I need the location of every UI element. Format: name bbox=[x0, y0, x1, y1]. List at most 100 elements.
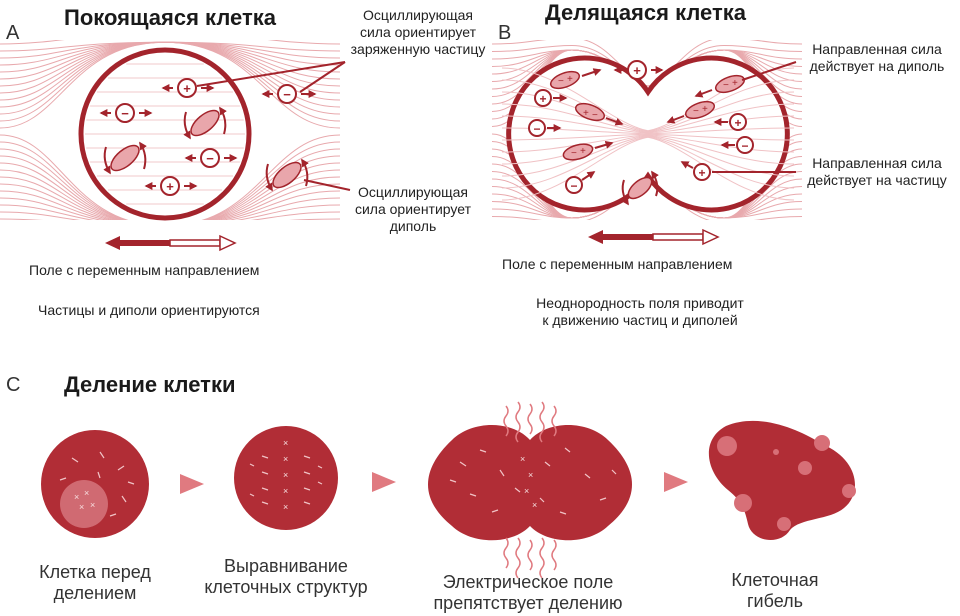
step-label-2: Выравнивание клеточных структур bbox=[204, 556, 368, 597]
field-line bbox=[0, 204, 340, 220]
charged-particle: + bbox=[680, 161, 711, 181]
blocked-division-cell: ×××× bbox=[428, 401, 632, 579]
svg-text:+: + bbox=[583, 108, 589, 119]
result-caption-b: Неоднородность поля приводит к движению … bbox=[536, 295, 744, 328]
svg-text:−: − bbox=[570, 179, 577, 193]
svg-text:×: × bbox=[524, 486, 529, 496]
field-line bbox=[0, 40, 340, 45]
svg-text:×: × bbox=[79, 502, 84, 512]
svg-text:+: + bbox=[698, 166, 705, 180]
field-line bbox=[0, 141, 340, 220]
svg-text:+: + bbox=[734, 116, 741, 130]
svg-text:+: + bbox=[702, 104, 708, 115]
inner-field-line bbox=[501, 103, 795, 134]
svg-text:+: + bbox=[633, 63, 641, 78]
svg-text:×: × bbox=[74, 492, 79, 502]
dipole bbox=[621, 170, 659, 206]
charged-particle: − bbox=[184, 148, 238, 168]
field-line bbox=[0, 41, 340, 129]
svg-text:+: + bbox=[539, 92, 546, 106]
charged-particle: + bbox=[713, 113, 747, 131]
annotation-b-top: Направленная сила действует на диполь bbox=[809, 41, 945, 74]
panel-c-title: Деление клетки bbox=[64, 372, 236, 397]
annotation-b-bottom: Направленная сила действует на частицу bbox=[807, 155, 947, 188]
svg-text:−: − bbox=[283, 87, 291, 102]
alternating-field-arrow-a bbox=[105, 234, 237, 252]
panel-a-title: Покоящаяся клетка bbox=[64, 5, 276, 30]
svg-text:×: × bbox=[532, 500, 537, 510]
svg-text:−: − bbox=[723, 80, 729, 91]
dipole: −+ bbox=[562, 140, 614, 161]
cell-before-division: ×××× bbox=[41, 430, 149, 538]
step-label-3: Электрическое поле препятствует делению bbox=[433, 572, 623, 613]
dying-cell bbox=[708, 420, 856, 541]
inner-field-line bbox=[501, 136, 795, 201]
svg-text:×: × bbox=[283, 486, 288, 496]
charged-particle: + bbox=[144, 176, 198, 196]
charged-particle: − bbox=[261, 84, 317, 104]
annotation-a-top: Осциллирующая сила ориентирует заряженну… bbox=[350, 7, 486, 57]
pointer-line bbox=[299, 61, 346, 93]
field-caption-b: Поле с переменным направлением bbox=[502, 256, 733, 272]
inner-field-line bbox=[501, 135, 795, 177]
panel-letter-b: B bbox=[498, 22, 512, 44]
svg-text:×: × bbox=[520, 454, 525, 464]
panel-b-title: Делящаяся клетка bbox=[545, 0, 747, 25]
svg-text:×: × bbox=[283, 470, 288, 480]
pointer-line bbox=[741, 61, 797, 81]
svg-text:−: − bbox=[693, 106, 699, 117]
charged-particle: − bbox=[528, 119, 562, 137]
svg-text:×: × bbox=[90, 500, 95, 510]
svg-text:+: + bbox=[183, 81, 191, 96]
svg-text:−: − bbox=[533, 122, 540, 136]
svg-text:×: × bbox=[283, 454, 288, 464]
svg-text:+: + bbox=[580, 146, 586, 157]
step-label-4: Клеточная гибель bbox=[731, 570, 819, 611]
panel-letter-a: A bbox=[6, 22, 20, 44]
svg-text:×: × bbox=[84, 488, 89, 498]
field-line bbox=[0, 211, 340, 220]
field-line bbox=[0, 190, 340, 220]
annotation-a-bottom: Осциллирующая сила ориентирует диполь bbox=[354, 184, 471, 234]
field-caption-a: Поле с переменным направлением bbox=[29, 262, 260, 278]
charged-particle: − bbox=[565, 171, 596, 194]
field-line bbox=[0, 197, 340, 220]
dipole: +− bbox=[574, 102, 624, 126]
dipole bbox=[103, 141, 147, 175]
inner-field-line bbox=[501, 79, 795, 132]
svg-text:−: − bbox=[592, 110, 598, 121]
charged-particle: + bbox=[534, 89, 568, 107]
svg-text:−: − bbox=[741, 139, 748, 153]
field-line bbox=[0, 134, 340, 220]
panel-letter-c: C bbox=[6, 374, 21, 396]
svg-text:+: + bbox=[567, 74, 573, 85]
dipole bbox=[265, 158, 309, 192]
result-caption-a: Частицы и диполи ориентируются bbox=[38, 302, 260, 318]
svg-text:−: − bbox=[206, 151, 214, 166]
inner-field-line bbox=[501, 91, 795, 133]
pointer-line bbox=[196, 61, 346, 87]
charged-particle: + bbox=[161, 78, 215, 98]
step-arrow bbox=[180, 474, 204, 494]
step-arrow bbox=[372, 472, 396, 492]
svg-text:−: − bbox=[121, 106, 129, 121]
inner-field-line bbox=[501, 134, 795, 165]
field-line bbox=[0, 183, 340, 220]
svg-text:×: × bbox=[528, 470, 533, 480]
charged-particle: + bbox=[613, 60, 664, 80]
pointer-line bbox=[303, 179, 351, 191]
field-line bbox=[0, 176, 340, 220]
step-label-1: Клетка перед делением bbox=[39, 562, 151, 603]
alternating-field-arrow-b bbox=[588, 228, 720, 246]
svg-text:×: × bbox=[283, 438, 288, 448]
svg-text:+: + bbox=[732, 78, 738, 89]
inner-field-line bbox=[501, 136, 795, 189]
svg-text:×: × bbox=[283, 502, 288, 512]
charged-particle: − bbox=[720, 136, 754, 154]
step-arrow bbox=[664, 472, 688, 492]
dipole: −+ bbox=[694, 74, 746, 98]
dipole: −+ bbox=[549, 68, 602, 90]
dipole: −+ bbox=[666, 100, 716, 124]
